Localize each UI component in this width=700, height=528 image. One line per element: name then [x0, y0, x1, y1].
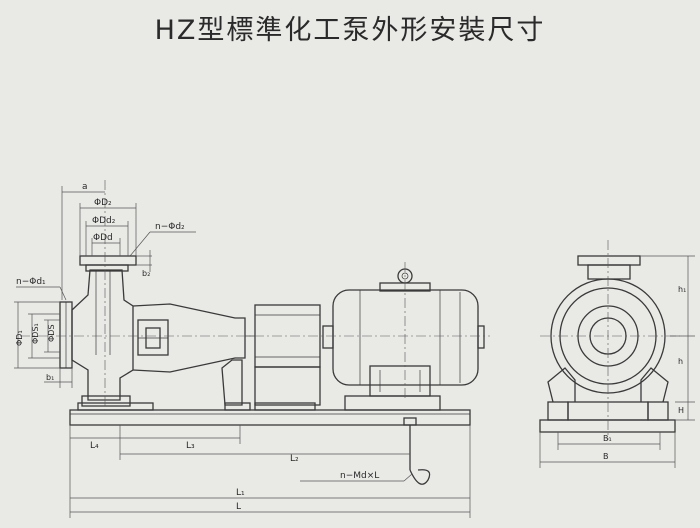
dim-b1-end: B₁	[603, 434, 612, 443]
dim-l2: L₂	[290, 454, 299, 464]
dim-h: h	[678, 357, 683, 366]
bearing-housing	[132, 303, 246, 406]
dim-a: a	[82, 182, 88, 192]
motor	[322, 268, 485, 397]
dim-d1: ΦD₁	[15, 330, 24, 346]
dim-b-end: B	[603, 452, 609, 461]
dim-b2: b₂	[142, 269, 150, 278]
dim-h1: h₁	[678, 285, 686, 294]
dim-dd2: ΦDd₂	[92, 216, 116, 226]
dim-b1: b₁	[46, 373, 54, 382]
dim-H: H	[678, 406, 684, 415]
dim-nmd: n−Md×L	[340, 471, 379, 481]
dim-l3: L₃	[186, 441, 195, 451]
dim-nd1: n−Φd₁	[16, 277, 46, 287]
dim-dd: ΦDd	[93, 233, 113, 243]
coupling	[245, 304, 321, 406]
dim-l4: L₄	[90, 441, 99, 451]
dim-l: L	[236, 502, 241, 512]
dim-l1: L₁	[236, 488, 245, 498]
dim-nd2: n−Φd₂	[155, 222, 185, 232]
foundation-bolt	[403, 417, 431, 485]
dim-d2: ΦD₂	[94, 198, 112, 208]
dim-ds1: ΦDS₁	[31, 323, 40, 344]
side-view: a ΦD₂ ΦDd₂ ΦDd n−Φd₂ b₂ n−Φd₁ ΦD₁ ΦDS₁	[14, 180, 490, 518]
end-view: h₁ h H B₁ B	[539, 240, 695, 468]
dim-ds: ΦDS	[47, 324, 56, 342]
page-title: HZ型標準化工泵外形安裝尺寸	[154, 15, 546, 46]
pump-casing	[59, 255, 137, 407]
end-base	[539, 419, 676, 433]
